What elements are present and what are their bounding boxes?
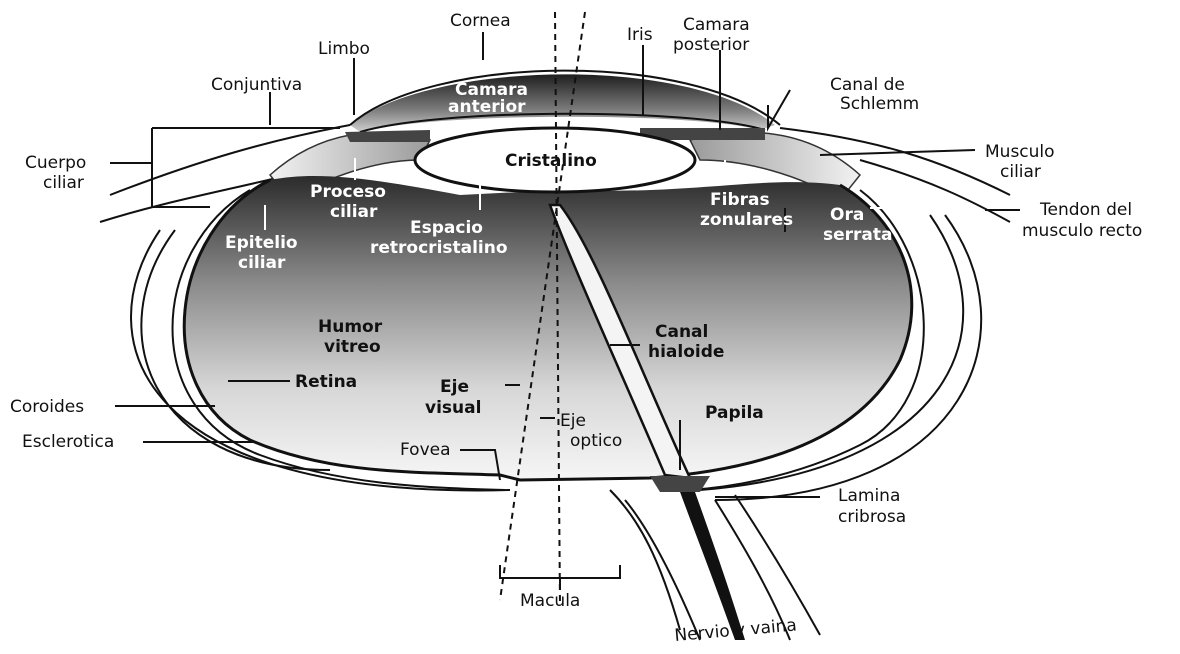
label-canal-hialoide-2: hialoide bbox=[648, 342, 724, 362]
cornea-anterior-chamber bbox=[350, 71, 780, 132]
label-espacio-1: Espacio bbox=[410, 218, 483, 238]
label-epitelio-ciliar-2: ciliar bbox=[238, 253, 286, 273]
label-eje-optico-1: Eje bbox=[560, 411, 586, 431]
label-macula: Macula bbox=[520, 591, 580, 611]
label-camara-posterior-1: Camara bbox=[683, 15, 750, 35]
label-fibras-zonulares-2: zonulares bbox=[700, 210, 793, 230]
label-iris: Iris bbox=[627, 25, 653, 45]
label-cuerpo-ciliar-2: ciliar bbox=[43, 173, 84, 193]
label-limbo: Limbo bbox=[318, 39, 370, 59]
label-tendon-1: Tendon del bbox=[1039, 200, 1132, 220]
label-cristalino: Cristalino bbox=[505, 151, 597, 171]
vitreous-body bbox=[173, 176, 924, 490]
label-coroides: Coroides bbox=[10, 397, 84, 417]
label-proceso-ciliar-2: ciliar bbox=[330, 202, 378, 222]
label-fovea: Fovea bbox=[400, 440, 451, 460]
label-camara-anterior-2: anterior bbox=[448, 97, 526, 117]
label-canal-schlemm-2: Schlemm bbox=[840, 94, 919, 114]
label-cuerpo-ciliar-1: Cuerpo bbox=[25, 153, 86, 173]
macula-bracket bbox=[500, 565, 620, 590]
label-esclerotica: Esclerotica bbox=[22, 432, 114, 452]
label-ora-serrata-1: Ora bbox=[830, 205, 864, 225]
label-canal-schlemm-1: Canal de bbox=[830, 75, 905, 95]
label-ora-serrata-2: serrata bbox=[823, 225, 893, 245]
label-conjuntiva: Conjuntiva bbox=[211, 75, 302, 95]
label-espacio-2: retrocristalino bbox=[370, 238, 508, 258]
label-fibras-zonulares-1: Fibras bbox=[710, 190, 770, 210]
label-eje-visual-1: Eje bbox=[440, 377, 469, 397]
label-eje-visual-2: visual bbox=[425, 398, 481, 418]
label-canal-hialoide-1: Canal bbox=[655, 322, 708, 342]
label-lamina-cribrosa-2: cribrosa bbox=[838, 507, 906, 527]
label-cornea: Cornea bbox=[450, 11, 511, 31]
label-retina: Retina bbox=[295, 372, 357, 392]
label-musculo-ciliar-2: ciliar bbox=[1000, 162, 1041, 182]
label-proceso-ciliar-1: Proceso bbox=[310, 182, 386, 202]
label-humor-vitreo-1: Humor bbox=[318, 317, 383, 337]
label-humor-vitreo-2: vitreo bbox=[324, 337, 381, 357]
label-musculo-ciliar-1: Musculo bbox=[985, 142, 1055, 162]
label-lamina-cribrosa-1: Lamina bbox=[838, 486, 900, 506]
label-tendon-2: musculo recto bbox=[1022, 221, 1142, 241]
label-epitelio-ciliar-1: Epitelio bbox=[225, 233, 298, 253]
label-camara-posterior-2: posterior bbox=[673, 35, 749, 55]
label-papila: Papila bbox=[705, 403, 764, 423]
label-eje-optico-2: optico bbox=[570, 431, 622, 451]
